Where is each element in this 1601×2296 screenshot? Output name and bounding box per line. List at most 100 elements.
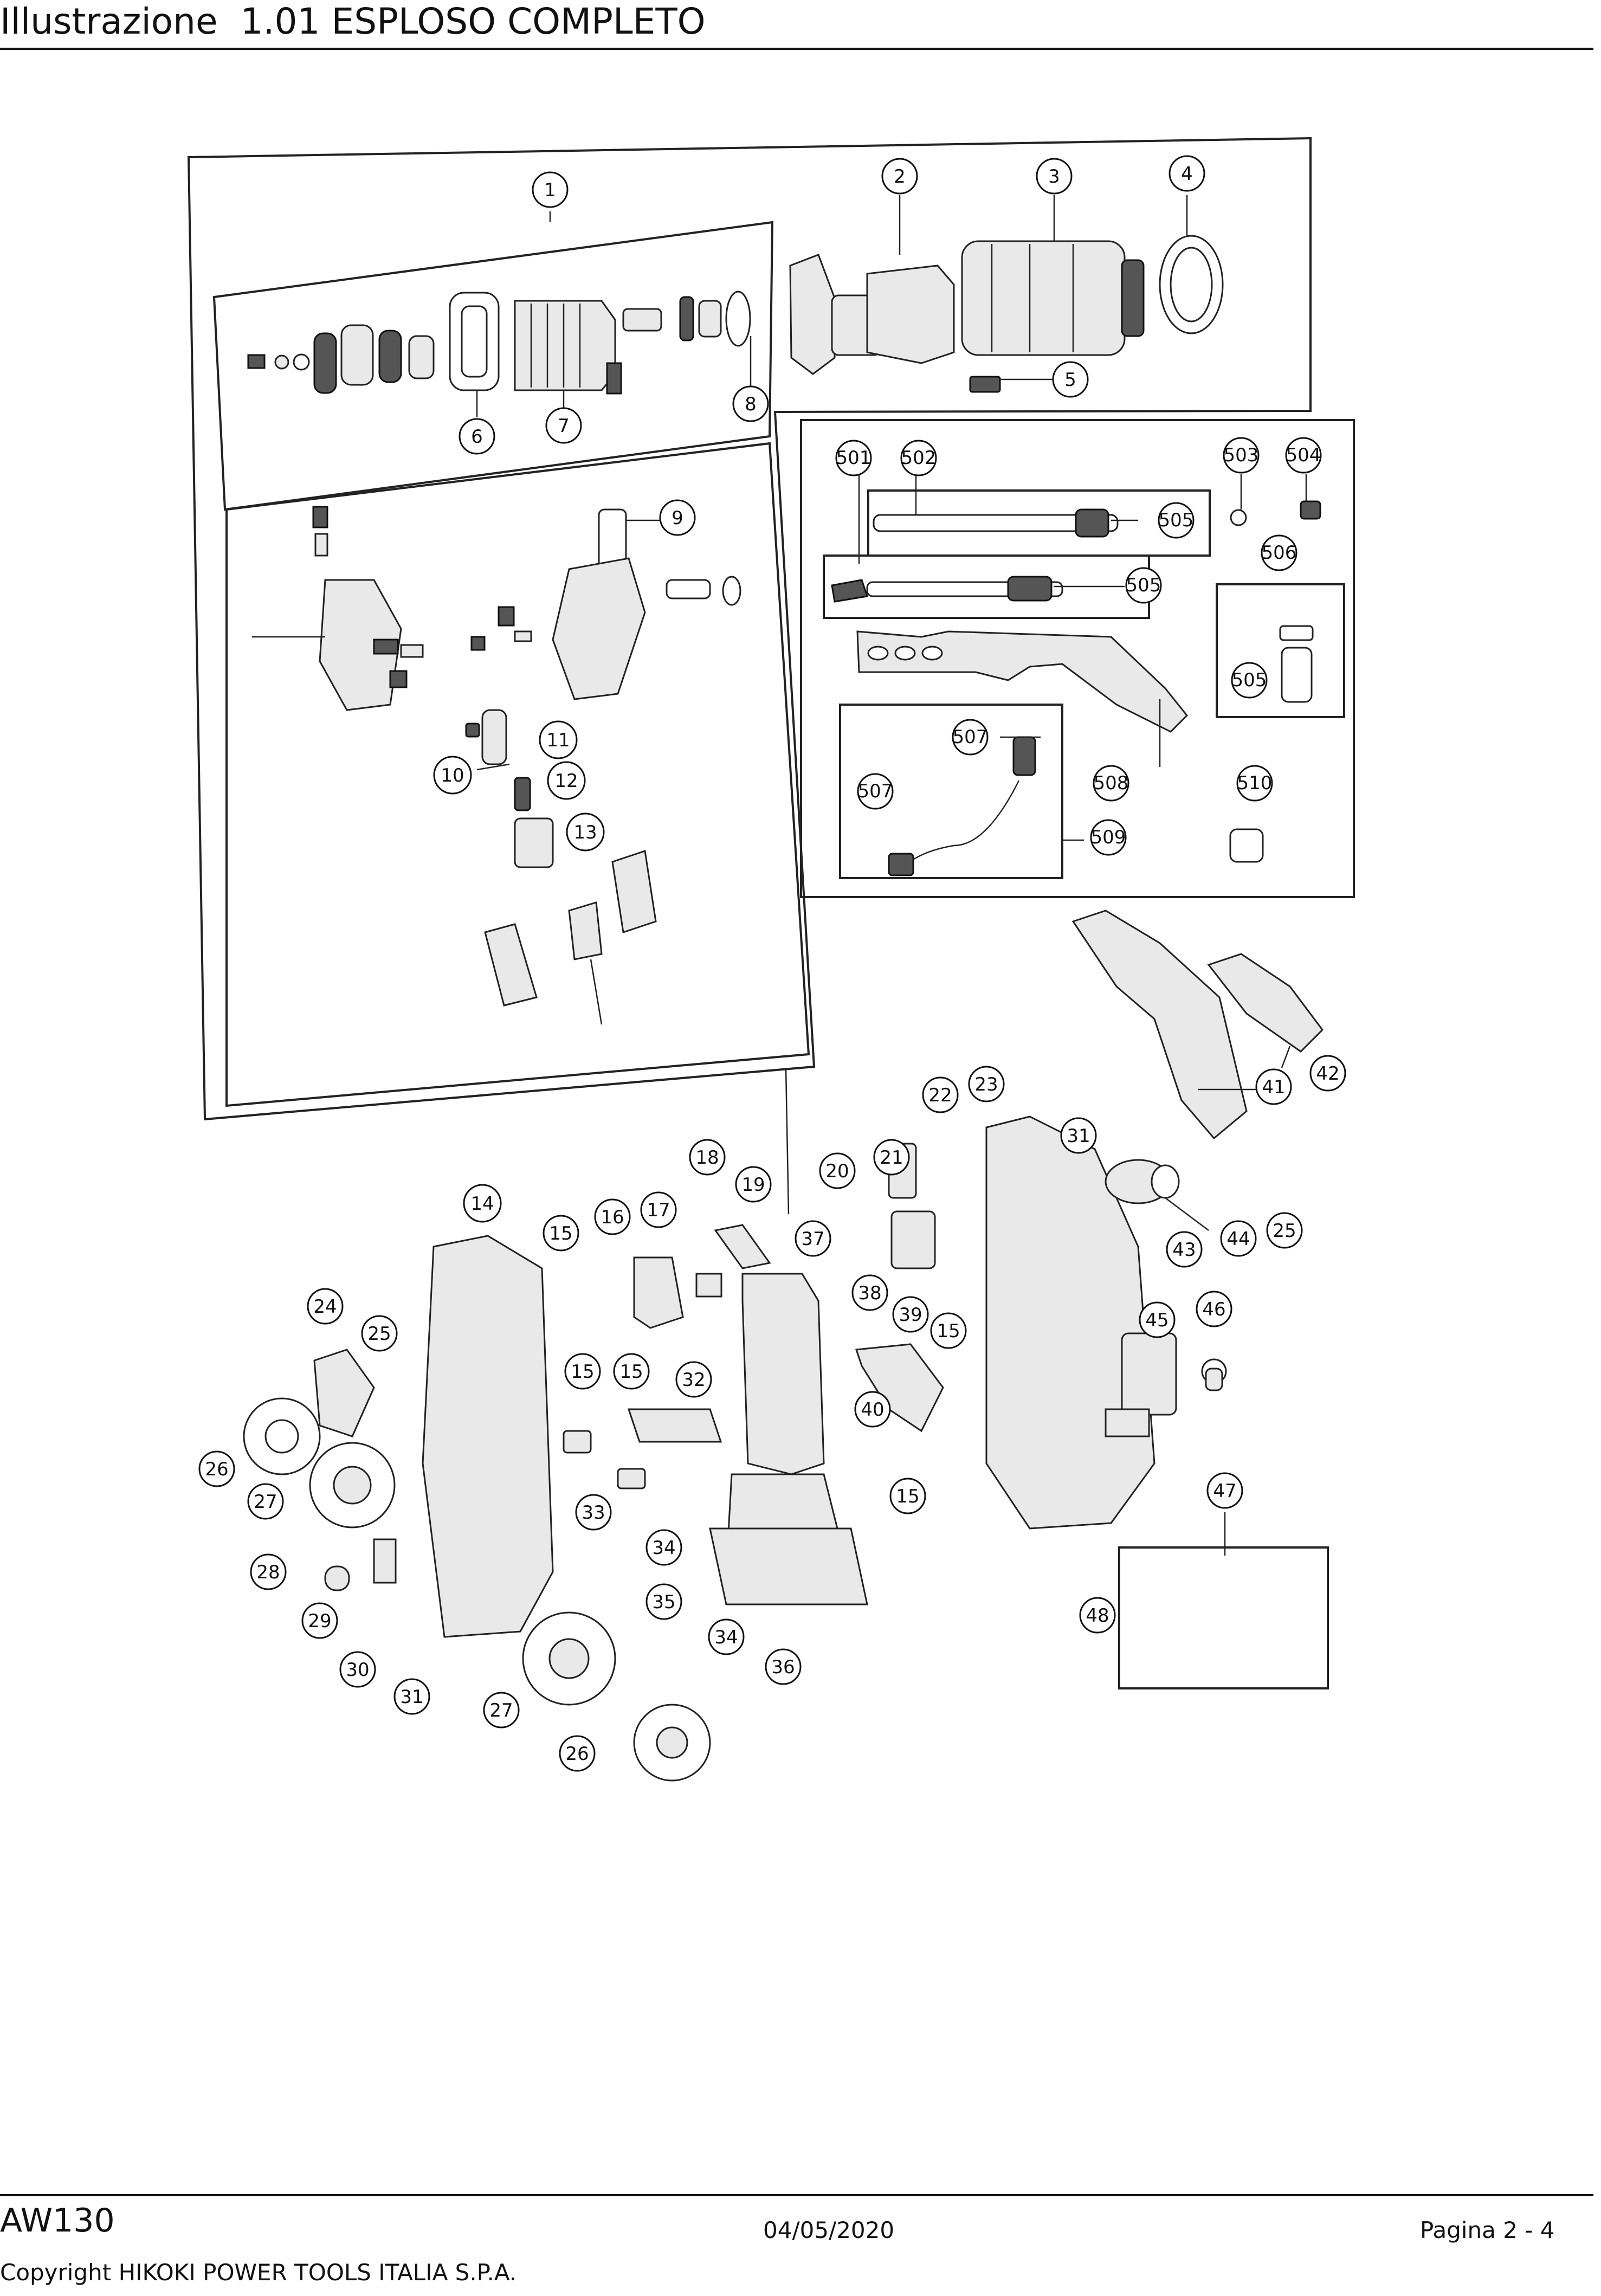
callout-48: 48 (1079, 1597, 1116, 1634)
svg-text:32: 32 (682, 1369, 705, 1391)
callout-35: 35 (645, 1583, 682, 1620)
svg-text:4: 4 (1181, 163, 1193, 185)
svg-text:1: 1 (544, 179, 556, 201)
svg-text:18: 18 (695, 1147, 719, 1169)
svg-text:9: 9 (672, 507, 683, 529)
callout-25a: 25 (361, 1315, 398, 1352)
callout-38: 38 (851, 1274, 888, 1311)
callout-15a: 15 (543, 1215, 579, 1252)
callout-14: 14 (463, 1184, 502, 1223)
svg-text:28: 28 (256, 1562, 280, 1583)
pump-head-frame (225, 442, 810, 1107)
svg-text:507: 507 (953, 726, 988, 748)
svg-text:12: 12 (554, 770, 578, 792)
svg-text:10: 10 (441, 765, 464, 786)
leader-lines (476, 195, 1307, 1556)
callout-15c: 15 (613, 1353, 650, 1390)
svg-text:31: 31 (1067, 1125, 1090, 1147)
callout-4: 4 (1169, 155, 1205, 192)
callout-15e: 15 (889, 1478, 926, 1514)
svg-text:46: 46 (1202, 1299, 1225, 1320)
callout-7: 7 (545, 407, 582, 444)
callout-26a: 26 (198, 1450, 235, 1487)
callout-21: 21 (873, 1139, 910, 1176)
svg-text:30: 30 (346, 1659, 369, 1681)
callout-47: 47 (1206, 1472, 1243, 1509)
svg-text:20: 20 (825, 1160, 849, 1182)
callout-20: 20 (819, 1152, 856, 1189)
document-date: 04/05/2020 (763, 2217, 895, 2243)
svg-text:27: 27 (489, 1700, 513, 1721)
callout-46: 46 (1196, 1291, 1232, 1327)
copyright-notice: Copyright HIKOKI POWER TOOLS ITALIA S.P.… (0, 2259, 517, 2286)
svg-text:16: 16 (601, 1207, 624, 1228)
svg-text:13: 13 (573, 822, 597, 843)
pump-subassembly-frame (212, 221, 774, 511)
callout-16: 16 (594, 1198, 631, 1235)
footer-divider (0, 2194, 1593, 2196)
callout-27b: 27 (483, 1692, 520, 1729)
svg-text:45: 45 (1145, 1310, 1169, 1331)
callout-42: 42 (1309, 1055, 1346, 1092)
svg-text:21: 21 (880, 1147, 903, 1169)
svg-text:47: 47 (1213, 1480, 1236, 1502)
svg-text:22: 22 (928, 1085, 952, 1106)
svg-text:503: 503 (1224, 444, 1259, 466)
callout-508: 508 (1093, 765, 1129, 802)
svg-text:42: 42 (1316, 1063, 1339, 1085)
callout-36: 36 (765, 1648, 802, 1685)
svg-text:505: 505 (1159, 509, 1194, 531)
callout-27a: 27 (247, 1483, 284, 1520)
header-divider (0, 48, 1593, 50)
callout-13: 13 (566, 812, 605, 852)
svg-text:27: 27 (254, 1491, 277, 1513)
svg-text:17: 17 (647, 1199, 670, 1221)
svg-text:33: 33 (582, 1502, 605, 1524)
callout-40: 40 (854, 1391, 891, 1428)
callout-502: 502 (900, 440, 937, 476)
callout-28: 28 (250, 1553, 287, 1590)
callout-6: 6 (459, 418, 495, 455)
callout-34a: 34 (645, 1529, 682, 1566)
svg-text:3: 3 (1048, 166, 1060, 188)
model-name: AW130 (0, 2202, 115, 2240)
svg-text:25: 25 (367, 1323, 391, 1345)
callout-30: 30 (339, 1651, 376, 1688)
svg-text:14: 14 (470, 1193, 494, 1215)
svg-text:15: 15 (619, 1361, 643, 1383)
callout-25b: 25 (1266, 1212, 1303, 1249)
callout-8: 8 (732, 385, 769, 422)
svg-text:40: 40 (861, 1399, 884, 1421)
callout-34b: 34 (708, 1618, 745, 1655)
callout-19: 19 (735, 1166, 772, 1203)
svg-text:34: 34 (652, 1537, 675, 1559)
accessories-frame (800, 419, 1355, 898)
page-title: Illustrazione 1.01 ESPLOSO COMPLETO (0, 1, 706, 42)
callout-501: 501 (835, 440, 872, 476)
callout-17: 17 (640, 1191, 677, 1228)
callout-10: 10 (433, 756, 472, 795)
svg-text:41: 41 (1262, 1076, 1285, 1098)
callout-41: 41 (1255, 1068, 1292, 1105)
callout-15d: 15 (930, 1312, 967, 1349)
svg-text:508: 508 (1094, 772, 1129, 794)
callout-510: 510 (1236, 765, 1273, 802)
svg-text:38: 38 (858, 1282, 881, 1304)
callout-24: 24 (307, 1288, 344, 1325)
svg-text:15: 15 (937, 1320, 960, 1342)
svg-text:505: 505 (1126, 575, 1161, 596)
callout-31b: 31 (1060, 1117, 1097, 1154)
callout-44: 44 (1220, 1220, 1257, 1257)
callout-2: 2 (881, 158, 918, 195)
callout-11: 11 (539, 720, 578, 759)
svg-text:507: 507 (858, 781, 893, 802)
svg-text:36: 36 (771, 1656, 795, 1678)
svg-text:35: 35 (652, 1591, 675, 1613)
page-number: Pagina 2 - 4 (1420, 2217, 1555, 2243)
svg-text:2: 2 (894, 166, 906, 188)
callout-32: 32 (675, 1361, 712, 1398)
svg-text:505: 505 (1232, 669, 1267, 691)
callout-507a: 507 (952, 719, 989, 756)
callout-504: 504 (1285, 437, 1322, 474)
